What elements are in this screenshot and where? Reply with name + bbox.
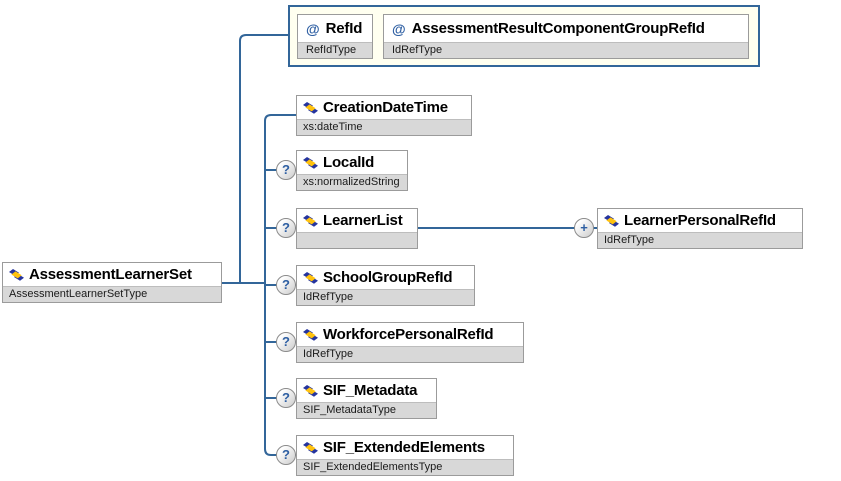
attribute-type: RefIdType — [298, 42, 372, 58]
optional-badge-learnerlist: ? — [276, 218, 296, 238]
element-box-assessmentlearnerset[interactable]: AssessmentLearnerSet AssessmentLearnerSe… — [2, 262, 222, 303]
element-box-creationdatetime[interactable]: CreationDateTime xs:dateTime — [296, 95, 472, 136]
attribute-title-row: @ RefId — [298, 15, 372, 42]
element-name: LearnerPersonalRefId — [624, 212, 776, 229]
optional-badge-schoolgrouprefid: ? — [276, 275, 296, 295]
repeat-badge-learnerpersonalrefid: + — [574, 218, 594, 238]
attribute-box-refid[interactable]: @ RefId RefIdType — [297, 14, 373, 59]
element-name: SchoolGroupRefId — [323, 269, 453, 286]
element-type: SIF_MetadataType — [297, 402, 436, 418]
element-title-row: LocalId — [297, 151, 407, 174]
element-box-sif-extendedelements[interactable]: SIF_ExtendedElements SIF_ExtendedElement… — [296, 435, 514, 476]
element-type: xs:dateTime — [297, 119, 471, 135]
element-title-row: SIF_Metadata — [297, 379, 436, 402]
element-name: SIF_Metadata — [323, 382, 418, 399]
element-icon — [9, 268, 24, 281]
attribute-title-row: @ AssessmentResultComponentGroupRefId — [384, 15, 748, 42]
element-icon — [303, 271, 318, 284]
attribute-name: RefId — [325, 20, 363, 37]
element-type: IdRefType — [598, 232, 802, 248]
optional-badge-sif-extendedelements: ? — [276, 445, 296, 465]
element-type: SIF_ExtendedElementsType — [297, 459, 513, 475]
element-name: SIF_ExtendedElements — [323, 439, 485, 456]
element-name: CreationDateTime — [323, 99, 448, 116]
element-title-row: LearnerPersonalRefId — [598, 209, 802, 232]
attribute-at-icon: @ — [392, 20, 406, 37]
element-title-row: SchoolGroupRefId — [297, 266, 474, 289]
element-icon — [303, 101, 318, 114]
attributes-group: @ RefId RefIdType @ AssessmentResultComp… — [288, 5, 760, 67]
element-box-schoolgrouprefid[interactable]: SchoolGroupRefId IdRefType — [296, 265, 475, 306]
element-name: AssessmentLearnerSet — [29, 266, 192, 283]
element-type — [297, 232, 417, 248]
element-title-row: AssessmentLearnerSet — [3, 263, 221, 286]
element-box-workforcepersonalrefid[interactable]: WorkforcePersonalRefId IdRefType — [296, 322, 524, 363]
attribute-at-icon: @ — [306, 20, 320, 37]
attribute-type: IdRefType — [384, 42, 748, 58]
element-box-learnerlist[interactable]: LearnerList — [296, 208, 418, 249]
element-name: LocalId — [323, 154, 375, 171]
element-title-row: CreationDateTime — [297, 96, 471, 119]
element-type: xs:normalizedString — [297, 174, 407, 190]
optional-badge-localid: ? — [276, 160, 296, 180]
element-icon — [303, 384, 318, 397]
attribute-box-assessmentresultcomponentgrouprefid[interactable]: @ AssessmentResultComponentGroupRefId Id… — [383, 14, 749, 59]
element-name: LearnerList — [323, 212, 403, 229]
optional-badge-workforcepersonalrefid: ? — [276, 332, 296, 352]
element-type: AssessmentLearnerSetType — [3, 286, 221, 302]
element-title-row: LearnerList — [297, 209, 417, 232]
element-title-row: WorkforcePersonalRefId — [297, 323, 523, 346]
element-box-sif-metadata[interactable]: SIF_Metadata SIF_MetadataType — [296, 378, 437, 419]
element-name: WorkforcePersonalRefId — [323, 326, 494, 343]
element-icon — [303, 156, 318, 169]
attribute-name: AssessmentResultComponentGroupRefId — [411, 20, 705, 37]
element-title-row: SIF_ExtendedElements — [297, 436, 513, 459]
optional-badge-sif-metadata: ? — [276, 388, 296, 408]
element-icon — [303, 328, 318, 341]
element-icon — [604, 214, 619, 227]
element-box-localid[interactable]: LocalId xs:normalizedString — [296, 150, 408, 191]
element-type: IdRefType — [297, 289, 474, 305]
element-box-learnerpersonalrefid[interactable]: LearnerPersonalRefId IdRefType — [597, 208, 803, 249]
element-icon — [303, 441, 318, 454]
element-icon — [303, 214, 318, 227]
element-type: IdRefType — [297, 346, 523, 362]
